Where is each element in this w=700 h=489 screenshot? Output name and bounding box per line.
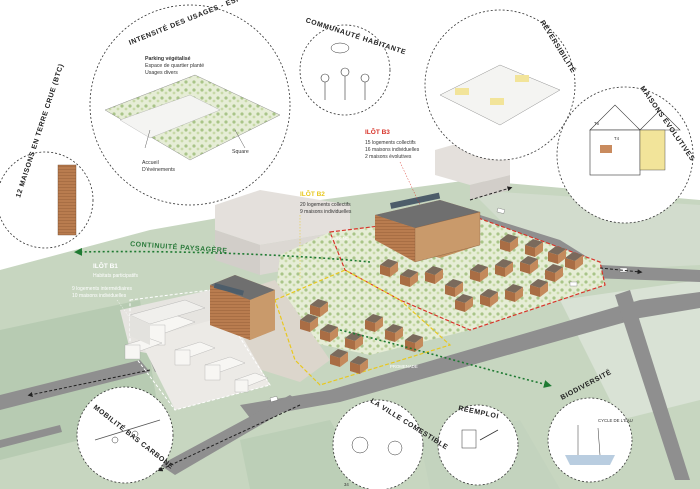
circle-intensite	[89, 4, 291, 206]
house-21	[405, 334, 423, 352]
house-17	[320, 324, 338, 342]
house-22	[330, 349, 348, 367]
house-14	[505, 284, 523, 302]
house-15	[530, 279, 548, 297]
traffic-arrows	[27, 186, 643, 472]
ilot-b2-title: ILÔT B2	[300, 189, 325, 198]
house-20	[385, 324, 403, 342]
ilot-b3-title: ILÔT B3	[365, 127, 390, 136]
ilot-b1-sub: Habitats participatifs	[93, 273, 139, 279]
house-7	[545, 264, 563, 282]
ilot-b3-line-2: 16 maisons individuelles	[365, 147, 420, 153]
ilot-b1-outline	[129, 289, 271, 411]
ground-label-2: PROMENADE	[390, 364, 418, 369]
label-accueil-2: D'événements	[142, 167, 175, 173]
ground-label-1: PARKING	[330, 236, 350, 241]
house-0	[380, 259, 398, 277]
house-5	[495, 259, 513, 277]
circle-reemploi	[437, 404, 519, 486]
house-6	[520, 256, 538, 274]
circle-reversibilite	[424, 9, 576, 161]
circle-biodiversite	[547, 397, 633, 483]
ilot-b1-hall	[129, 299, 206, 345]
ilot-b3-line-3: 2 maisons évolutives	[365, 154, 412, 160]
ilot-b2-outline	[274, 269, 452, 386]
ilot-b3-line-1: 15 logements collectifs	[365, 140, 416, 146]
ilot-b2-line-2: 9 maisons individuelles	[300, 209, 352, 215]
continuite-paysagere-arrow-2	[339, 329, 552, 388]
ilot-b2-line-1: 20 logements collectifs	[300, 202, 351, 208]
house-1	[400, 269, 418, 287]
circle-ville-comestible	[332, 399, 424, 489]
label-t4: T4	[614, 136, 620, 141]
ilot-b1-white-houses	[124, 314, 269, 393]
circle-communaute	[299, 24, 391, 116]
house-12	[455, 294, 473, 312]
house-10	[525, 239, 543, 257]
house-8	[565, 252, 583, 270]
collective-building-b1	[210, 275, 275, 340]
house-13	[480, 289, 498, 307]
label-cycle-eau: CYCLE DE L'EAU	[598, 418, 633, 423]
page-number: 34	[344, 482, 349, 487]
label-accueil-1: Accueil	[142, 160, 159, 166]
houses-group	[300, 234, 583, 374]
intensite-note-3: Usages divers	[145, 70, 178, 76]
circle-terre-crue	[0, 151, 94, 249]
label-square: Square	[232, 149, 249, 155]
label-t6: T6	[594, 121, 600, 126]
collective-building-b3	[375, 192, 481, 263]
house-24	[310, 299, 328, 317]
house-16	[300, 314, 318, 332]
ilot-b1-title: ILÔT B1	[93, 261, 118, 270]
house-19	[365, 314, 383, 332]
circle-mobilite	[76, 386, 174, 484]
circle-maisons-evolutives	[556, 86, 694, 224]
ilot-b1-line-2: 10 maisons individuelles	[72, 293, 127, 299]
house-4	[470, 264, 488, 282]
house-23	[350, 356, 368, 374]
house-3	[445, 279, 463, 297]
house-9	[500, 234, 518, 252]
ilot-b1-line-1: 9 logements intermédiaires	[72, 286, 133, 292]
intensite-note-2: Espace de quartier planté	[145, 63, 204, 69]
house-2	[425, 266, 443, 284]
house-11	[548, 246, 566, 264]
intensite-note-1: Parking végétalisé	[145, 56, 191, 62]
